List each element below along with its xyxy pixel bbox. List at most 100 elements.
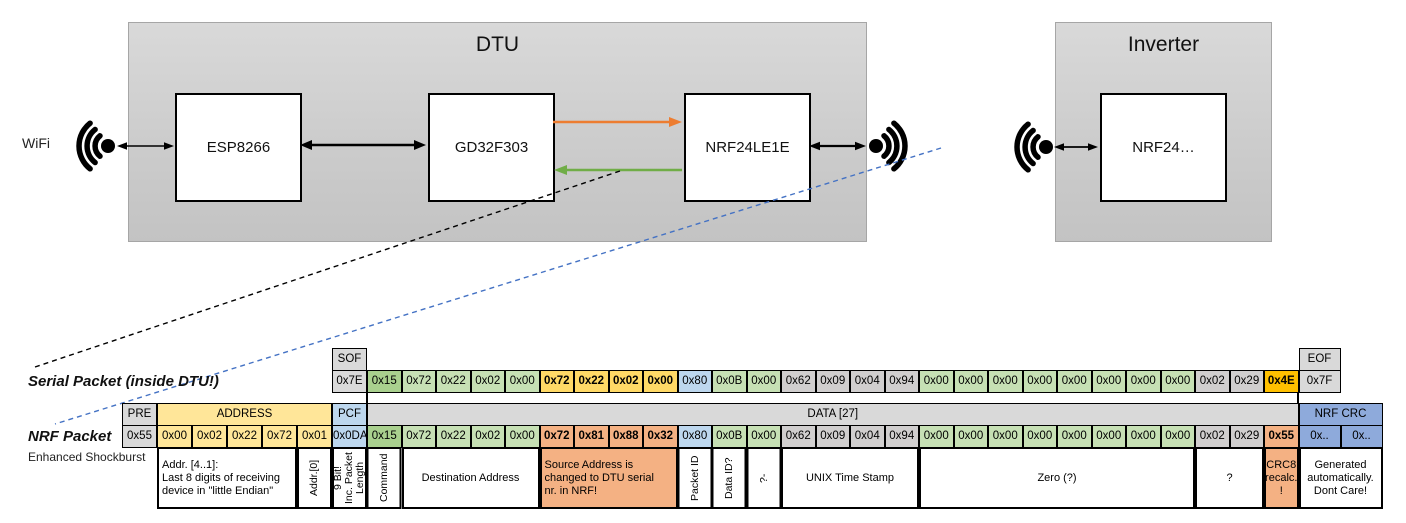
serial-byte-cell: 0x94 [884,370,919,393]
annotation-cell: Addr.[0] [297,447,332,509]
nrf-byte-cell: 0x00 [1057,425,1092,448]
nrf-byte-cell: 0x94 [884,425,919,448]
gd32f303-box: GD32F303 [428,93,555,202]
nrf-byte-cell: 0x55 [122,425,157,448]
serial-byte-cell: 0x22 [574,370,609,393]
nrf-byte-cell: 0x00 [988,425,1023,448]
nrf-byte-cell: 0x01 [297,425,332,448]
enhanced-shockburst-label: Enhanced Shockburst [28,450,146,464]
nrf-byte-cell: 0x72 [539,425,574,448]
annotation-cell: Generated automatically. Dont Care! [1298,447,1383,509]
serial-byte-cell: 0x72 [539,370,574,393]
serial-header-cell: SOF [332,348,367,371]
annotation-cell: Data ID? [712,447,747,509]
annotation-cell: Packet ID [677,447,712,509]
nrf-packet-label: NRF Packet [28,428,112,445]
serial-byte-cell: 0x80 [677,370,712,393]
nrf-byte-cell: 0x81 [574,425,609,448]
nrf-byte-cell: 0x00 [1160,425,1195,448]
annotation-cell: UNIX Time Stamp [781,447,919,509]
nrf-byte-cell: 0x29 [1229,425,1264,448]
wifi-signal-icon-left [76,120,115,172]
nrf-byte-cell: 0x88 [608,425,643,448]
annotation-cell: Addr. [4..1]: Last 8 digits of receiving… [157,447,297,509]
serial-byte-cell: 0x00 [919,370,954,393]
annotation-cell: 9 Bit! Inc. Packet Length [332,447,367,509]
wifi-signal-icon-dtu-right [869,120,908,172]
nrf-byte-cell: 0x32 [643,425,678,448]
nrf-byte-cell: 0x00 [746,425,781,448]
serial-byte-cell: 0x00 [1160,370,1195,393]
inverter-title: Inverter [1127,33,1200,56]
annotation-cell: Command [367,447,402,509]
esp8266-box: ESP8266 [175,93,302,202]
serial-byte-cell: 0x00 [1022,370,1057,393]
serial-byte-cell: 0x00 [1057,370,1092,393]
serial-byte-cell: 0x29 [1229,370,1264,393]
serial-byte-cell: 0x02 [608,370,643,393]
nrf-header-cell: ADDRESS [157,403,332,426]
nrf-header-cell: NRF CRC [1298,403,1383,426]
dtu-title: DTU [475,33,520,56]
nrf-byte-cell: 0x09 [815,425,850,448]
gd32f303-label: GD32F303 [454,139,529,156]
nrf-byte-cell: 0x55 [1264,425,1299,448]
nrf-byte-cell: 0x72 [262,425,297,448]
wifi-label: WiFi [22,135,50,151]
serial-byte-cell: 0x00 [953,370,988,393]
nrf-byte-cell: 0x22 [436,425,471,448]
nrf-byte-cell: 0x02 [192,425,227,448]
nrf-byte-cell: 0x02 [470,425,505,448]
annotation-cell: Destination Address [401,447,540,509]
serial-byte-cell: 0x02 [1195,370,1230,393]
serial-packet-label: Serial Packet (inside DTU!) [28,373,219,390]
nrf-byte-cell: 0x00 [157,425,192,448]
nrf-byte-cell: 0x.. [1340,425,1383,448]
serial-byte-cell: 0x09 [815,370,850,393]
nrf-byte-cell: 0x00 [1126,425,1161,448]
inverter-nrf24-box: NRF24… [1100,93,1227,202]
nrf-byte-cell: 0x0DA [332,425,367,448]
nrf-byte-cell: 0x22 [227,425,262,448]
nrf-header-cell: DATA [27] [367,403,1299,426]
nrf-byte-cell: 0x62 [781,425,816,448]
nrf-byte-cell: 0x00 [953,425,988,448]
serial-byte-cell: 0x00 [1126,370,1161,393]
nrf-byte-cell: 0x15 [367,425,402,448]
serial-packet-header-row: SOF EOF [122,348,1383,371]
serial-byte-cell: 0x00 [1091,370,1126,393]
nrf-byte-cell: 0x00 [1022,425,1057,448]
nrf-byte-cell: 0x0B [712,425,747,448]
nrf-byte-cell: 0x.. [1298,425,1341,448]
annotation-cell: ? [1195,447,1264,509]
nrf-packet-annotation-row: Addr. [4..1]: Last 8 digits of receiving… [122,447,1383,509]
serial-header-cell: EOF [1298,348,1341,371]
esp8266-label: ESP8266 [206,139,271,156]
serial-byte-cell: 0x0B [712,370,747,393]
annotation-cell: CRC8 recalc. ! [1264,447,1299,509]
serial-byte-cell: 0x7E [332,370,367,393]
nrf-byte-cell: 0x00 [1091,425,1126,448]
serial-byte-cell: 0x15 [367,370,402,393]
nrf-byte-cell: 0x00 [919,425,954,448]
nrf-byte-cell: 0x80 [677,425,712,448]
serial-byte-cell: 0x7F [1298,370,1341,393]
serial-byte-cell: 0x62 [781,370,816,393]
serial-byte-cell: 0x4E [1264,370,1299,393]
annotation-cell: Source Address is changed to DTU serial … [539,447,678,509]
wifi-signal-icon-inverter [1014,121,1053,173]
nrf-byte-cell: 0x04 [850,425,885,448]
serial-byte-cell: 0x00 [643,370,678,393]
serial-byte-cell: 0x02 [470,370,505,393]
serial-byte-cell: 0x00 [746,370,781,393]
serial-byte-cell: 0x72 [401,370,436,393]
annotation-cell: ?- [746,447,781,509]
serial-byte-cell: 0x22 [436,370,471,393]
inverter-nrf24-label: NRF24… [1132,139,1195,156]
serial-byte-cell: 0x00 [988,370,1023,393]
nrf24le1e-label: NRF24LE1E [705,139,790,156]
